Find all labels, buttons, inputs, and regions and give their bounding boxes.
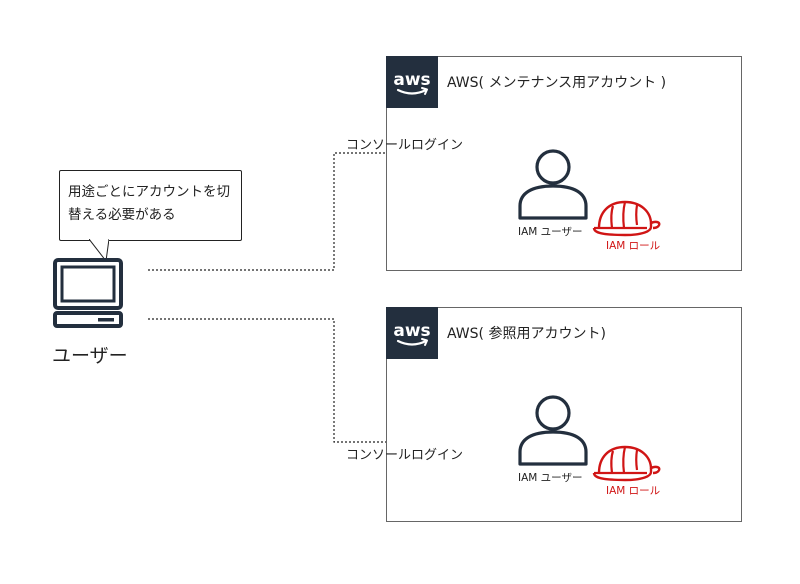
desktop-computer-icon bbox=[53, 258, 123, 328]
console-login-label: コンソールログイン bbox=[346, 448, 464, 463]
iam-user-label: IAM ユーザー bbox=[518, 226, 583, 238]
aws-logo: aws bbox=[386, 56, 438, 108]
account-title: AWS( 参照用アカウント) bbox=[447, 326, 606, 342]
speech-bubble bbox=[59, 170, 242, 241]
account-title: AWS( メンテナンス用アカウント ) bbox=[447, 75, 667, 91]
speech-bubble-tail bbox=[89, 239, 109, 261]
hard-hat-icon bbox=[592, 200, 661, 237]
iam-user-icon bbox=[518, 395, 588, 466]
hard-hat-icon bbox=[592, 445, 661, 482]
user-label: ユーザー bbox=[52, 345, 128, 367]
iam-role-label: IAM ロール bbox=[606, 240, 661, 252]
aws-logo-text: aws bbox=[393, 70, 430, 90]
aws-logo: aws bbox=[386, 307, 438, 359]
speech-bubble-text: 用途ごとにアカウントを切替える必要がある bbox=[68, 184, 230, 223]
iam-user-icon bbox=[518, 149, 588, 220]
console-login-label: コンソールログイン bbox=[346, 138, 464, 153]
aws-logo-text: aws bbox=[393, 321, 430, 341]
aws-account-maintenance bbox=[386, 56, 742, 271]
aws-account-reference bbox=[386, 307, 742, 522]
iam-user-label: IAM ユーザー bbox=[518, 472, 583, 484]
iam-role-label: IAM ロール bbox=[606, 485, 661, 497]
